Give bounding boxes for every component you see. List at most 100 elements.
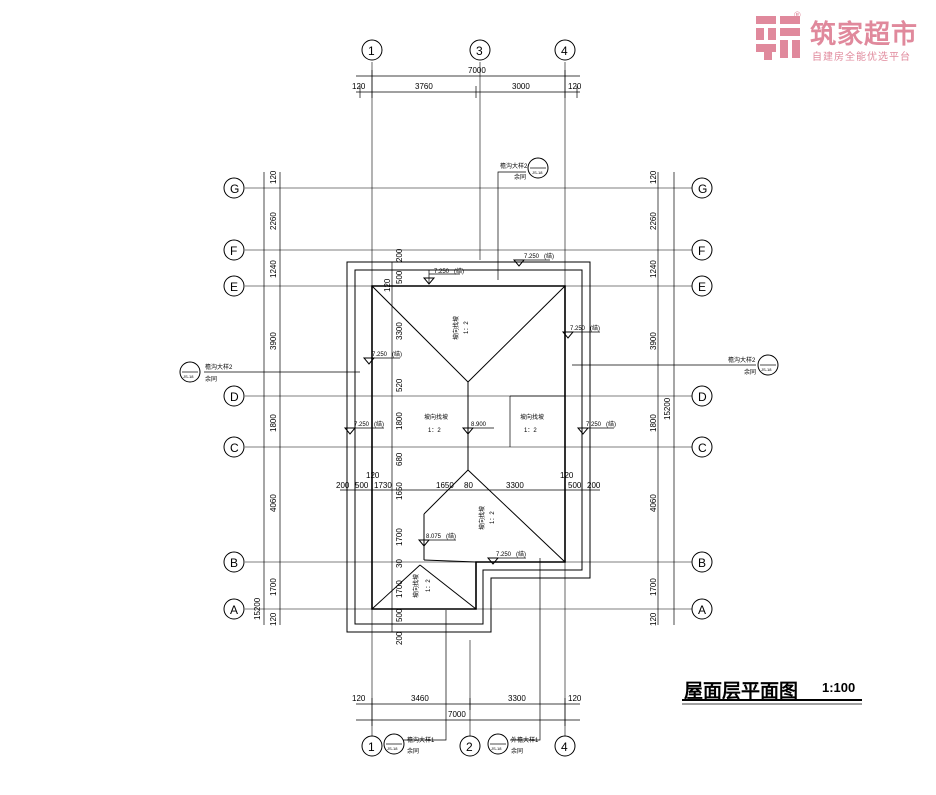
elevation-suffix: (结) xyxy=(590,324,600,332)
inner-col-dim: 1700 xyxy=(395,528,404,546)
brand-tagline: 自建房全能优选平台 xyxy=(812,52,911,63)
title-underline xyxy=(682,699,862,705)
detail-ref-sub: 余同 xyxy=(744,368,756,376)
slope-labels: 坡向找坡 1：2 坡向找坡 1：2 坡向找坡 1：2 坡向找坡 1：2 坡向找坡… xyxy=(412,316,544,598)
left-seg-dim: 1240 xyxy=(269,260,278,278)
elevation-suffix: (结) xyxy=(606,420,616,428)
right-seg-dim: 120 xyxy=(649,170,658,184)
axis-bubbles-right: G F E D C B A xyxy=(691,177,713,620)
inner-col-dim: 1650 xyxy=(395,482,404,500)
left-seg-dim: 120 xyxy=(269,612,278,626)
detail-ref-sub: 余同 xyxy=(205,375,217,383)
detail-ref-label: 檐沟大样2 xyxy=(728,356,756,364)
axis-label-top: 4 xyxy=(561,44,568,58)
bottom-dimensions: 120 3460 3300 120 7000 xyxy=(352,694,582,726)
left-seg-dim: 3900 xyxy=(269,332,278,350)
detail-ref-label: 外檐大样1 xyxy=(511,736,539,744)
axis-bubbles-top: 1 3 4 xyxy=(361,39,576,61)
axis-label-top: 3 xyxy=(476,44,483,58)
detail-ref-sub: 余同 xyxy=(407,747,419,755)
elevation-value: 7.250 xyxy=(434,269,450,275)
drawing-title: 屋面层平面图 1:100 xyxy=(684,676,864,704)
right-seg-dim: 1800 xyxy=(649,414,658,432)
svg-text:坡向找坡: 坡向找坡 xyxy=(478,506,486,530)
top-seg-dim: 120 xyxy=(568,82,582,91)
right-seg-dim: 4060 xyxy=(649,494,658,512)
elevation-markers: 7.250 (结) 7.250 (结) 7.250 (结) 7.250 (结) … xyxy=(343,252,616,565)
axis-bubbles-left: G F E D C B A xyxy=(223,177,245,620)
top-seg-dim: 3000 xyxy=(512,82,530,91)
drawing-title-text: 屋面层平面图 xyxy=(684,681,799,702)
axis-label-left: E xyxy=(230,280,238,294)
inner-row-dim: 200 xyxy=(336,481,350,490)
elevation-value: 7.250 xyxy=(586,422,602,428)
right-seg-dim: 3900 xyxy=(649,332,658,350)
top-seg-dim: 120 xyxy=(352,82,366,91)
axis-label-right: B xyxy=(698,556,706,570)
axis-label-left: A xyxy=(230,603,238,617)
axis-bubbles-bottom: 1 2 4 xyxy=(361,735,576,757)
detail-ref-label: 檐沟大样2 xyxy=(500,162,528,170)
bottom-seg-dim: 120 xyxy=(568,694,582,703)
right-dimensions: 15200 120 2260 1240 3900 1800 4060 1700 … xyxy=(649,170,675,626)
svg-text:1：2: 1：2 xyxy=(428,428,441,434)
detail-ref-code: JS-18 xyxy=(183,374,194,379)
left-seg-dim: 4060 xyxy=(269,494,278,512)
inner-row-dim: 1650 xyxy=(436,481,454,490)
bottom-seg-dim: 120 xyxy=(352,694,366,703)
svg-text:坡向找坡: 坡向找坡 xyxy=(424,413,448,421)
svg-text:1：2: 1：2 xyxy=(464,321,470,334)
brand-name: 筑家超市 xyxy=(810,19,919,49)
elevation-value: 7.250 xyxy=(496,552,512,558)
inner-col-dim: 120 xyxy=(383,278,392,292)
inner-col-dim: 3300 xyxy=(395,322,404,340)
inner-col-dim: 1700 xyxy=(395,580,404,598)
detail-ref-label: 檐沟大样2 xyxy=(205,363,233,371)
right-seg-dim: 1240 xyxy=(649,260,658,278)
elevation-marker-3: 7.250 (结) xyxy=(561,324,600,339)
axis-label-right: E xyxy=(698,280,706,294)
elevation-value: 7.250 xyxy=(372,352,388,358)
detail-ref-label: 檐沟大样1 xyxy=(407,736,435,744)
left-seg-dim: 2260 xyxy=(269,212,278,230)
detail-ref-code: JS-18 xyxy=(387,746,398,751)
elevation-marker-6: 7.250 (结) xyxy=(576,420,616,435)
inner-row-dim: 1730 xyxy=(374,481,392,490)
axis-label-bottom: 1 xyxy=(368,740,375,754)
left-seg-dim: 120 xyxy=(269,170,278,184)
slope-label-lower: 坡向找坡 1：2 xyxy=(478,506,496,530)
elevation-suffix: (结) xyxy=(544,252,554,260)
axis-label-left: B xyxy=(230,556,238,570)
elevation-value: 7.250 xyxy=(354,422,370,428)
elevation-suffix: (结) xyxy=(392,350,402,358)
axis-label-left: C xyxy=(230,441,239,455)
inner-col-dim: 680 xyxy=(395,452,404,466)
elevation-suffix: (结) xyxy=(446,532,456,540)
bottom-seg-dim: 3300 xyxy=(508,694,526,703)
detail-ref-sub: 余同 xyxy=(514,173,526,181)
top-seg-dim: 3760 xyxy=(415,82,433,91)
ridge-elevation: 8.900 xyxy=(471,422,487,428)
inner-col-dim: 500 xyxy=(395,608,404,622)
top-total-dim: 7000 xyxy=(468,66,486,75)
svg-text:坡向找坡: 坡向找坡 xyxy=(412,574,420,598)
elevation-suffix: (结) xyxy=(374,420,384,428)
brand-mark-icon xyxy=(756,16,800,60)
axis-label-bottom: 2 xyxy=(466,740,473,754)
elevation-suffix: (结) xyxy=(454,267,464,275)
inner-col-dim: 200 xyxy=(395,248,404,262)
svg-text:1：2: 1：2 xyxy=(426,579,432,592)
elevation-marker-2: 7.250 (结) xyxy=(512,252,554,267)
slope-label-bottom-left: 坡向找坡 1：2 xyxy=(412,574,432,598)
inner-col-dim: 200 xyxy=(395,631,404,645)
inner-col-dim: 520 xyxy=(395,378,404,392)
elevation-suffix: (结) xyxy=(516,550,526,558)
axis-label-right: A xyxy=(698,603,706,617)
right-seg-dim: 1700 xyxy=(649,578,658,596)
inner-row-dim: 200 xyxy=(587,481,601,490)
detail-ref-bottom-2: JS-18 外檐大样1 余同 xyxy=(487,558,541,755)
inner-col-dim: 1800 xyxy=(395,412,404,430)
axis-label-top: 1 xyxy=(368,44,375,58)
left-total-dim: 15200 xyxy=(253,597,262,620)
